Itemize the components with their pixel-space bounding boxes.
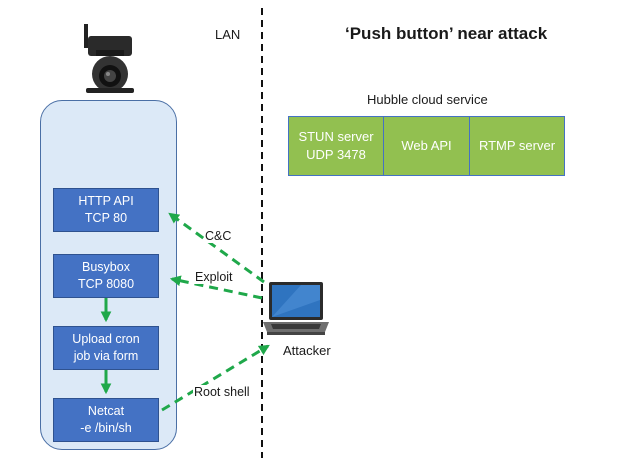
camera-icon	[84, 24, 134, 93]
http-api-line2: TCP 80	[84, 211, 128, 225]
stun-server-box: STUN server UDP 3478	[288, 116, 384, 176]
stun-server-line1: STUN server	[298, 129, 374, 144]
attacker-label: Attacker	[283, 343, 331, 358]
http-api-box: HTTP API TCP 80	[53, 188, 159, 232]
busybox-box: Busybox TCP 8080	[53, 254, 159, 298]
upload-cron-box: Upload cron job via form	[53, 326, 159, 370]
cloud-service-label: Hubble cloud service	[367, 92, 488, 107]
web-api-box: Web API	[384, 116, 470, 176]
netcat-line2: -e /bin/sh	[80, 421, 132, 435]
stun-server-line2: UDP 3478	[306, 147, 366, 162]
laptop-icon	[263, 282, 329, 335]
web-api-label: Web API	[401, 138, 452, 153]
rtmp-server-box: RTMP server	[470, 116, 565, 176]
busybox-line2: TCP 8080	[77, 277, 135, 291]
root-shell-label: Root shell	[193, 385, 251, 399]
busybox-line1: Busybox	[82, 260, 130, 274]
http-api-line1: HTTP API	[78, 194, 134, 208]
diagram-title: ‘Push button’ near attack	[345, 24, 548, 43]
cnc-label: C&C	[204, 229, 233, 243]
lan-label: LAN	[215, 27, 241, 42]
arrow-exploit	[169, 275, 263, 300]
netcat-box: Netcat -e /bin/sh	[53, 398, 159, 442]
rtmp-server-label: RTMP server	[478, 138, 556, 153]
exploit-label: Exploit	[194, 270, 234, 284]
upload-cron-line2: job via form	[73, 349, 139, 363]
arrow-root-shell	[161, 344, 270, 412]
arrow-cnc	[168, 212, 265, 284]
netcat-line1: Netcat	[87, 404, 125, 418]
upload-cron-line1: Upload cron	[72, 332, 140, 346]
cloud-service-group: STUN server UDP 3478 Web API RTMP server	[288, 116, 565, 176]
